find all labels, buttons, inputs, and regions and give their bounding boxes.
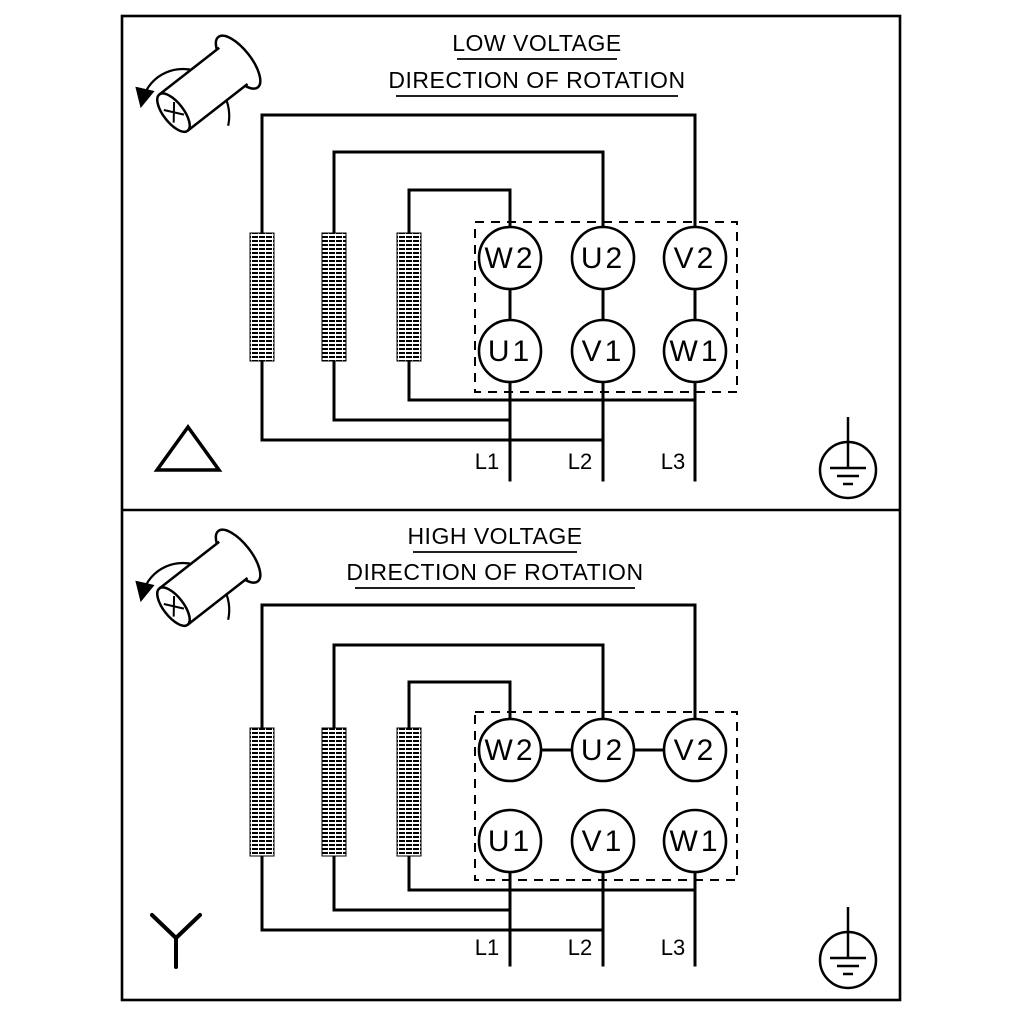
winding-coil-2 — [321, 232, 347, 362]
panel-title: LOW VOLTAGE — [452, 30, 622, 56]
wire-coil3-to-w2 — [407, 188, 512, 260]
terminal-v1 — [570, 318, 636, 384]
wire-coil2-to-u2 — [332, 150, 605, 260]
lead-label-l3: L3 — [661, 449, 685, 474]
lead-label-l1: L1 — [475, 935, 499, 960]
wire-coil1-to-v2 — [260, 603, 697, 752]
terminal-box — [474, 221, 738, 393]
wire-coil1-to-v2 — [260, 113, 697, 260]
lead-label-l2: L2 — [568, 935, 592, 960]
wire-coil1-to-v1 — [260, 854, 605, 932]
wire-coil2-to-u1 — [332, 854, 512, 912]
terminal-u1 — [477, 808, 543, 874]
wire-coil2-to-u2 — [332, 643, 605, 752]
terminal-label: W2 — [485, 242, 536, 275]
earth-ground-icon — [818, 905, 878, 990]
winding-coil-2 — [321, 727, 347, 857]
delta-icon — [153, 424, 223, 472]
terminal-w1 — [662, 808, 728, 874]
wire-coil3-to-w2 — [407, 680, 512, 752]
terminal-v1 — [570, 808, 636, 874]
terminal-v2 — [662, 717, 728, 783]
terminal-w1 — [662, 318, 728, 384]
winding-coil-1 — [249, 727, 275, 857]
winding-coil-3 — [396, 232, 422, 362]
terminal-label: U2 — [581, 242, 625, 275]
wire-coil3-to-w1 — [407, 854, 697, 892]
terminal-u1 — [477, 318, 543, 384]
panel-low-voltage: LOW VOLTAGE DIRECTION OF ROTATION W2 U2 … — [136, 25, 878, 500]
panel-subtitle: DIRECTION OF ROTATION — [388, 67, 685, 93]
terminal-u2 — [570, 717, 636, 783]
panel-subtitle: DIRECTION OF ROTATION — [346, 559, 643, 585]
terminal-w2 — [477, 717, 543, 783]
terminal-label: W2 — [485, 734, 536, 767]
terminal-label: V1 — [582, 825, 625, 858]
terminal-label: V1 — [582, 335, 625, 368]
terminal-label: U1 — [488, 825, 532, 858]
terminal-label: U2 — [581, 734, 625, 767]
diagram-border — [120, 14, 902, 1002]
lead-label-l2: L2 — [568, 449, 592, 474]
terminal-label: W1 — [670, 335, 721, 368]
terminal-u2 — [570, 225, 636, 291]
terminal-w2 — [477, 225, 543, 291]
terminal-label: V2 — [674, 242, 717, 275]
wire-coil3-to-w1 — [407, 359, 697, 402]
winding-coil-3 — [396, 727, 422, 857]
winding-coil-1 — [249, 232, 275, 362]
star-icon — [150, 913, 202, 969]
wire-coil1-to-v1 — [260, 359, 605, 442]
shaft-rotation-icon — [136, 25, 275, 159]
panel-title: HIGH VOLTAGE — [407, 523, 582, 549]
terminal-box — [474, 711, 738, 881]
terminal-label: W1 — [670, 825, 721, 858]
lead-label-l3: L3 — [661, 935, 685, 960]
shaft-rotation-icon — [136, 519, 275, 653]
panel-high-voltage: HIGH VOLTAGE DIRECTION OF ROTATION W2 U2… — [136, 519, 878, 990]
lead-label-l1: L1 — [475, 449, 499, 474]
earth-ground-icon — [818, 415, 878, 500]
terminal-label: U1 — [488, 335, 532, 368]
terminal-v2 — [662, 225, 728, 291]
terminal-label: V2 — [674, 734, 717, 767]
wire-coil2-to-u1 — [332, 359, 512, 422]
